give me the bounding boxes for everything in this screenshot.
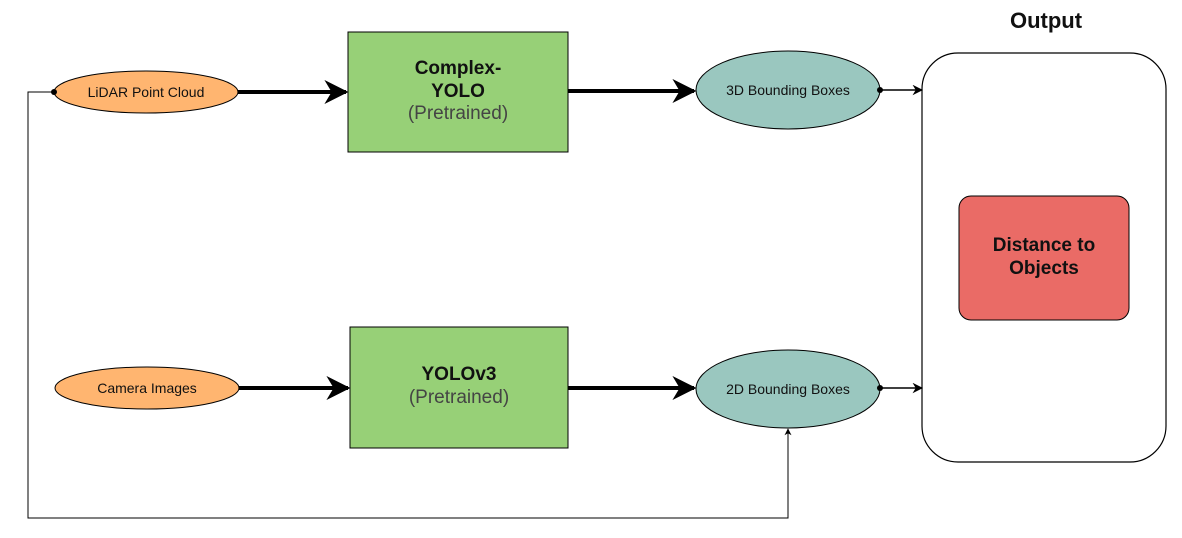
boxes-2d-ellipse	[695, 349, 881, 429]
distance-box	[958, 195, 1130, 321]
connector-dot-3d	[877, 87, 883, 93]
connector-dot-lidar	[51, 89, 57, 95]
arrow-lidar-to-2d-loop	[27, 91, 792, 519]
boxes-3d-ellipse	[695, 50, 881, 130]
connector-dot-2d	[877, 385, 883, 391]
lidar-ellipse	[53, 70, 239, 114]
yolov3-box	[349, 326, 569, 449]
complex-yolo-box	[347, 31, 569, 153]
camera-ellipse	[54, 366, 240, 410]
